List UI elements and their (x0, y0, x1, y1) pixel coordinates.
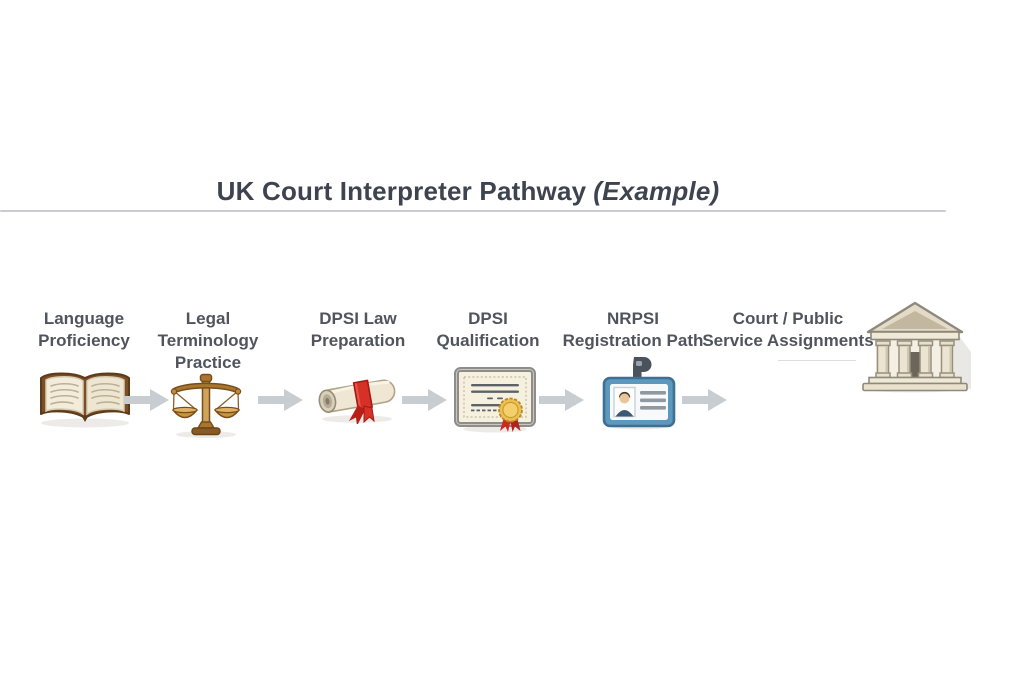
page-title: UK Court Interpreter Pathway(Example) (0, 176, 936, 207)
open-book-icon (40, 372, 130, 428)
id-badge-icon (602, 357, 676, 430)
label-underline (778, 360, 856, 361)
step-label-nrpsi-registration-path: NRPSI Registration Path (562, 309, 704, 350)
courthouse-icon (862, 301, 971, 393)
scales-of-justice-icon (170, 373, 242, 438)
diploma-scroll-icon (318, 379, 396, 424)
certificate-icon (454, 367, 536, 433)
flow-arrow-icon (402, 389, 447, 411)
flow-arrow-icon (258, 389, 303, 411)
flow-arrow-icon (539, 389, 584, 411)
step-label-dpsi-law-preparation: DPSI Law Preparation (310, 309, 406, 350)
flow-arrow-icon (682, 389, 727, 411)
page-title-suffix: (Example) (593, 176, 720, 206)
step-label-dpsi-qualification: DPSI Qualification (436, 309, 540, 350)
title-divider (0, 210, 946, 212)
flow-arrow-icon (124, 389, 169, 411)
step-label-language-proficiency: Language Proficiency (38, 309, 130, 350)
step-label-legal-terminology-practice: Legal Terminology Practice (157, 309, 259, 372)
page-title-main: UK Court Interpreter Pathway (216, 176, 587, 206)
step-label-court-public-service-assignments: Court / Public Service Assignments (702, 309, 874, 350)
